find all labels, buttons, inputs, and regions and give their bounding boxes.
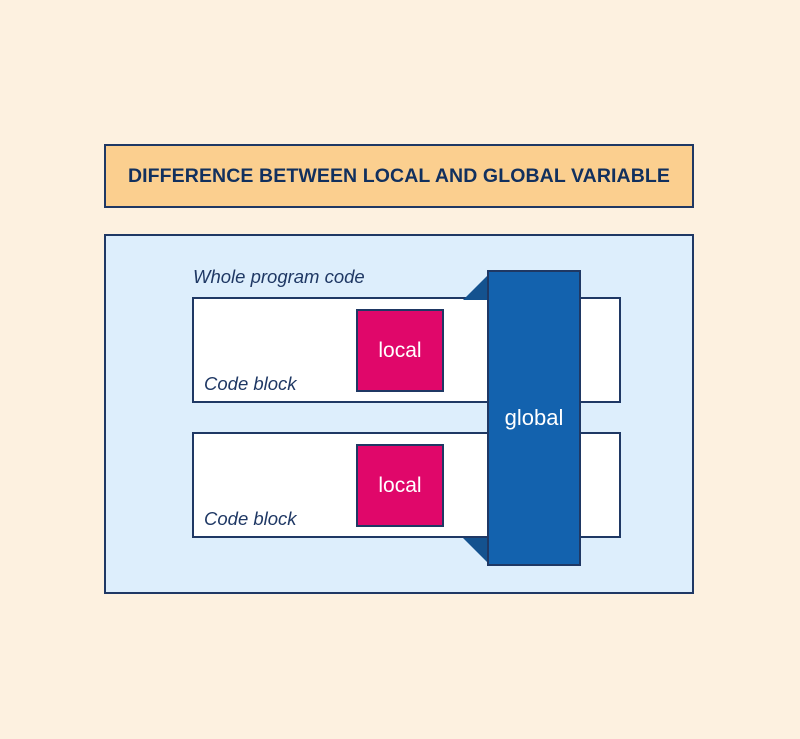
page-title: DIFFERENCE BETWEEN LOCAL AND GLOBAL VARI… [127, 164, 671, 187]
code-block-1: Code block [192, 297, 498, 403]
whole-program-panel [104, 234, 694, 594]
local-variable-label-1: local [378, 338, 422, 362]
global-variable-label: global [504, 405, 564, 430]
title-banner: DIFFERENCE BETWEEN LOCAL AND GLOBAL VARI… [104, 144, 694, 208]
local-variable-box-2: local [356, 444, 444, 527]
code-block-2: Code block [192, 432, 498, 538]
global-variable-bar: global [487, 270, 581, 566]
local-variable-label-2: local [378, 473, 422, 497]
whole-program-code-label: Whole program code [193, 266, 365, 287]
code-block-label-2: Code block [204, 508, 297, 529]
local-variable-box-1: local [356, 309, 444, 392]
global-variable-ribbon: global [463, 270, 583, 568]
code-block-label-1: Code block [204, 373, 297, 394]
